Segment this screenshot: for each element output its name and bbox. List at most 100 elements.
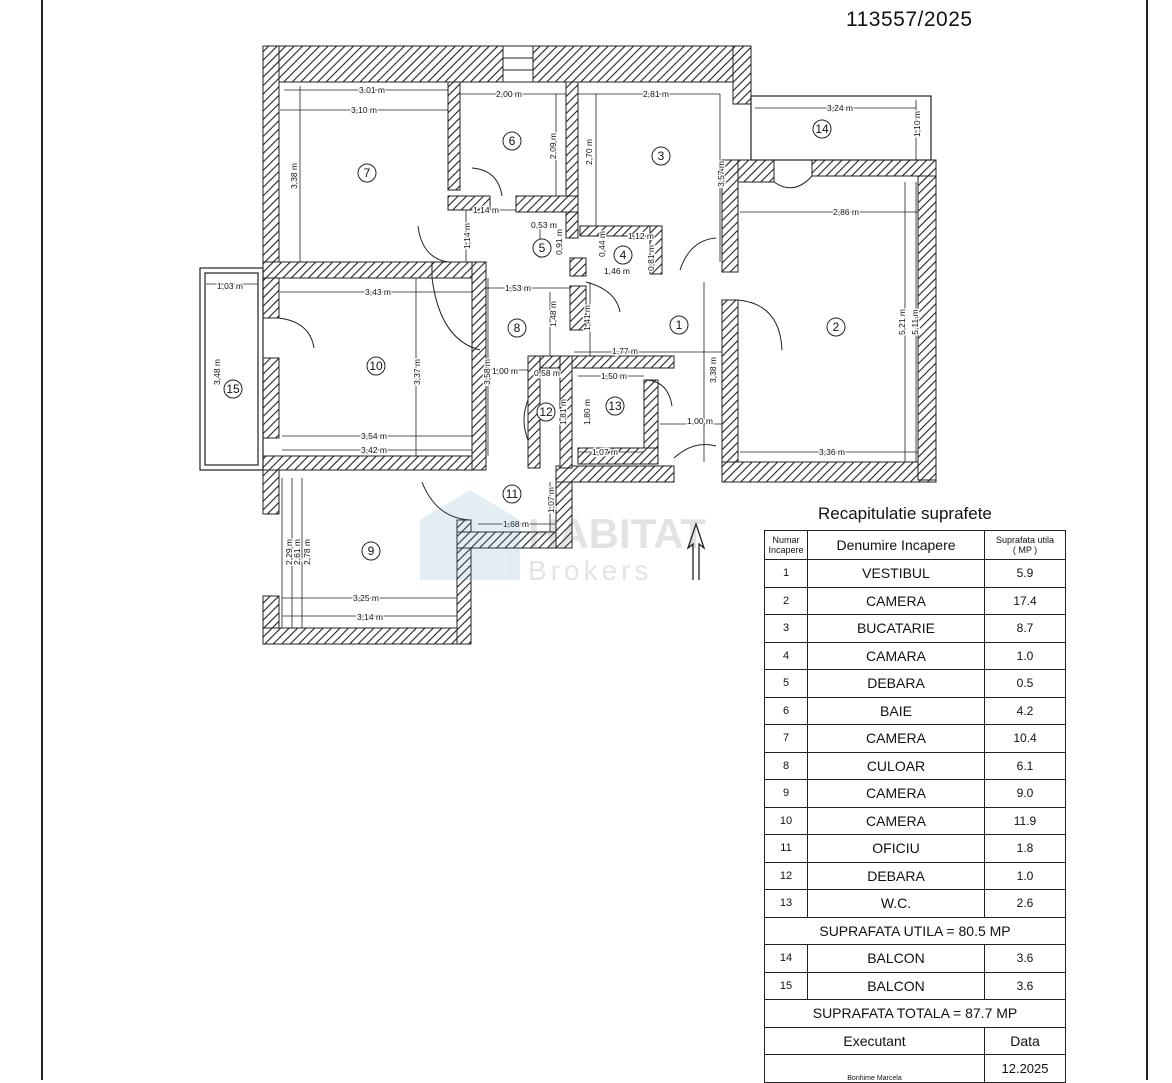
- dimension-label: 3,43 m: [365, 287, 391, 297]
- cell-area: 9.0: [984, 779, 1066, 808]
- room-number-8: 8: [507, 318, 527, 338]
- dimension-label: 1,03 m: [217, 281, 243, 291]
- header-num-line2: Incapere: [768, 545, 804, 555]
- svg-text:1: 1: [676, 318, 683, 332]
- svg-text:7: 7: [364, 166, 371, 180]
- dimension-label: 1,68 m: [503, 519, 529, 529]
- grand-total-row: SUPRAFATA TOTALA = 87.7 MP: [764, 999, 1066, 1028]
- dimension-label: 1,00 m: [492, 366, 518, 376]
- door-swings: [278, 167, 813, 521]
- svg-text:3: 3: [658, 149, 665, 163]
- svg-text:12: 12: [539, 405, 553, 419]
- executant-label: Executant: [764, 1026, 985, 1055]
- svg-text:8: 8: [514, 321, 521, 335]
- dimension-label: 0,53 m: [531, 220, 557, 230]
- svg-text:4: 4: [620, 248, 627, 262]
- area-summary-table: Numar Incapere Denumire Incapere Suprafa…: [764, 530, 1066, 1083]
- room-number-5: 5: [532, 238, 552, 258]
- cell-name: DEBARA: [807, 669, 985, 698]
- room-number-12: 12: [536, 402, 556, 422]
- dimension-label: 1,46 m: [604, 266, 630, 276]
- cell-area: 0.5: [984, 669, 1066, 698]
- recap-title: Recapitulatie suprafete: [818, 504, 992, 523]
- header-num-line1: Numar: [772, 535, 800, 545]
- watermark-line1: HABITAT: [528, 510, 706, 557]
- room-number-6: 6: [502, 131, 522, 151]
- cell-num: 10: [764, 806, 808, 835]
- room-number-11: 11: [502, 484, 522, 504]
- dimension-label: 0,58 m: [534, 368, 560, 378]
- dimension-label: 1,10 m: [912, 111, 922, 137]
- cell-area: 6.1: [984, 751, 1066, 780]
- dimension-label: 2,61 m: [292, 539, 302, 565]
- cell-name: CULOAR: [807, 751, 985, 780]
- dimension-label: 3,54 m: [361, 431, 387, 441]
- room-number-2: 2: [826, 317, 846, 337]
- watermark-house-icon: [420, 490, 520, 580]
- north-arrow-icon: [686, 521, 706, 580]
- cell-area: 1.8: [984, 834, 1066, 863]
- room-number-3: 3: [651, 146, 671, 166]
- cell-num: 7: [764, 724, 808, 753]
- useful-total-row: SUPRAFATA UTILA = 80.5 MP: [764, 916, 1066, 945]
- dimension-label: 2,78 m: [302, 539, 312, 565]
- dimension-label: 2,29 m: [284, 539, 294, 565]
- cell-num: 4: [764, 641, 808, 670]
- header-area: Suprafata utila ( MP ): [984, 530, 1066, 560]
- header-area-line2: ( MP ): [1012, 545, 1038, 555]
- cell-area: 1.0: [984, 861, 1066, 890]
- cell-area: 3.6: [984, 971, 1066, 1000]
- dimension-label: 1,12 m: [628, 231, 654, 241]
- cell-name: CAMERA: [807, 779, 985, 808]
- dimension-label: 3,14 m: [357, 612, 383, 622]
- cell-name: OFICIU: [807, 834, 985, 863]
- cell-num: 1: [764, 559, 808, 588]
- dimension-label: 0,81 m: [646, 245, 656, 271]
- dimension-label: 1,80 m: [582, 399, 592, 425]
- cell-num: 6: [764, 696, 808, 725]
- header-room-name: Denumire Incapere: [807, 530, 985, 560]
- dimension-label: 3,38 m: [289, 163, 299, 189]
- dimension-label: 3,48 m: [212, 359, 222, 385]
- room-number-9: 9: [361, 541, 381, 561]
- header-room-number: Numar Incapere: [764, 530, 808, 560]
- cell-num: 12: [764, 861, 808, 890]
- watermark: HABITAT Brokers: [420, 490, 706, 586]
- cell-name: CAMERA: [807, 806, 985, 835]
- dimension-label: 1,00 m: [687, 416, 713, 426]
- cell-area: 1.0: [984, 641, 1066, 670]
- room-number-4: 4: [613, 245, 633, 265]
- header-area-line1: Suprafata utila: [995, 535, 1055, 545]
- dimension-label: 3,01 m: [359, 85, 385, 95]
- page-border-left: [41, 0, 43, 1080]
- dimension-label: 3,38 m: [708, 357, 718, 383]
- cell-num: 2: [764, 586, 808, 615]
- dimension-label: 1,07 m: [592, 447, 618, 457]
- cell-name: CAMARA: [807, 641, 985, 670]
- cell-num: 3: [764, 614, 808, 643]
- cell-name: BAIE: [807, 696, 985, 725]
- grand-total-row-cell: SUPRAFATA TOTALA = 87.7 MP: [764, 999, 1066, 1028]
- dimension-label: 2,86 m: [833, 207, 859, 217]
- date-label: Data: [984, 1026, 1066, 1055]
- cell-num: 8: [764, 751, 808, 780]
- useful-total-row-cell: SUPRAFATA UTILA = 80.5 MP: [764, 916, 1066, 945]
- cell-num: 9: [764, 779, 808, 808]
- cell-num: 11: [764, 834, 808, 863]
- cell-area: 8.7: [984, 614, 1066, 643]
- date-value: 12.2025: [984, 1054, 1066, 1083]
- cell-name: BUCATARIE: [807, 614, 985, 643]
- svg-text:15: 15: [226, 382, 240, 396]
